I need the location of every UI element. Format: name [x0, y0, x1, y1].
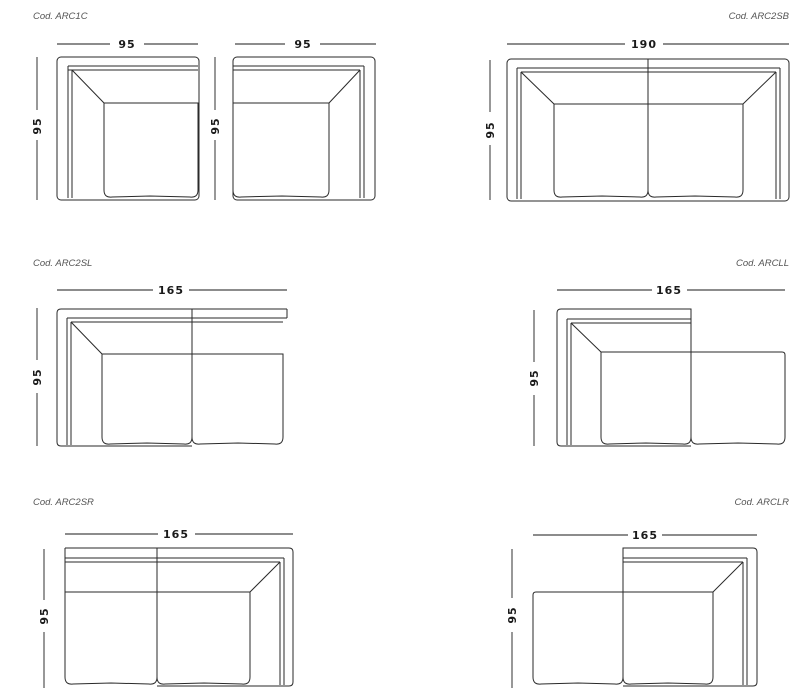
- sofa-plan: [56, 308, 288, 447]
- depth-value: 95: [484, 121, 497, 138]
- sofa-plan: [56, 56, 200, 201]
- width-value: 190: [631, 38, 657, 51]
- module-arc2sr: Cod. ARC2SR 165 95: [33, 497, 294, 688]
- module-arcll: Cod. ARCLL 165 95: [528, 258, 789, 447]
- module-code-label: Cod. ARC2SB: [729, 11, 790, 22]
- width-value: 165: [656, 284, 682, 297]
- width-value: 165: [163, 528, 189, 541]
- width-dimension: 95: [57, 38, 198, 51]
- depth-value: 95: [38, 607, 51, 624]
- depth-value: 95: [31, 117, 44, 134]
- depth-value: 95: [31, 368, 44, 385]
- depth-value: 95: [209, 117, 222, 134]
- module-code-label: Cod. ARCLL: [736, 258, 789, 269]
- sofa-plan: [64, 547, 294, 687]
- depth-value: 95: [506, 606, 519, 623]
- sofa-plan: [532, 547, 758, 687]
- sofa-plan: [506, 58, 790, 202]
- depth-dimension: 95: [528, 310, 541, 446]
- width-value: 95: [118, 38, 135, 51]
- module-code-label: Cod. ARCLR: [734, 497, 789, 508]
- module-code-label: Cod. ARC1C: [33, 11, 88, 22]
- width-dimension: 165: [557, 284, 785, 297]
- depth-dimension: 95: [484, 60, 497, 200]
- width-dimension: 165: [65, 528, 293, 541]
- depth-dimension: 95: [506, 549, 519, 688]
- sofa-plan: [232, 56, 376, 201]
- module-code-label: Cod. ARC2SL: [33, 258, 92, 269]
- width-dimension: 190: [507, 38, 789, 51]
- width-value: 95: [294, 38, 311, 51]
- depth-value: 95: [528, 369, 541, 386]
- module-arc2sb: Cod. ARC2SB 190 95: [484, 11, 790, 202]
- module-arc2sl: Cod. ARC2SL 165 95: [31, 258, 288, 447]
- module-arc1c: Cod. ARC1C 95 95 95 95: [31, 11, 376, 201]
- width-dimension: 165: [533, 529, 757, 542]
- depth-dimension: 95: [209, 57, 222, 200]
- width-value: 165: [632, 529, 658, 542]
- depth-dimension: 95: [38, 549, 51, 688]
- width-dimension: 165: [57, 284, 287, 297]
- width-value: 165: [158, 284, 184, 297]
- module-code-label: Cod. ARC2SR: [33, 497, 94, 508]
- depth-dimension: 95: [31, 308, 44, 446]
- depth-dimension: 95: [31, 57, 44, 200]
- width-dimension: 95: [235, 38, 376, 51]
- module-arclr: Cod. ARCLR 165 95: [506, 497, 789, 688]
- sofa-plan: [556, 308, 786, 447]
